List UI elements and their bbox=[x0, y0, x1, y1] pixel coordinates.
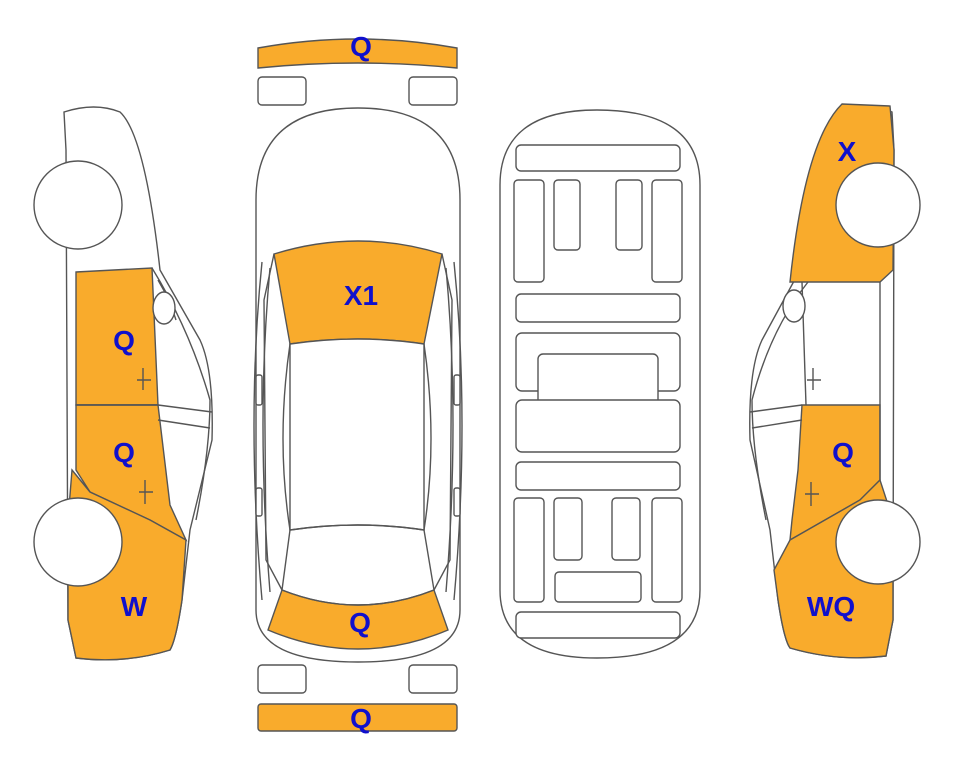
damage-labels: Q X1 Q Q Q Q W X Q WQ bbox=[113, 31, 857, 734]
left-rear-wheel bbox=[33, 497, 123, 587]
front-left-lamp bbox=[257, 76, 307, 106]
right-mirror bbox=[453, 374, 461, 406]
right-front-wheel bbox=[835, 162, 921, 248]
rear-left-lamp bbox=[257, 664, 307, 694]
front-bumper-panel[interactable] bbox=[257, 38, 458, 69]
left-front-wheel bbox=[33, 160, 123, 250]
rear-bumper-panel[interactable] bbox=[257, 703, 458, 732]
label-right-rear-quarter: WQ bbox=[807, 591, 855, 622]
front-right-lamp bbox=[408, 76, 458, 106]
label-front-bumper: Q bbox=[350, 31, 372, 62]
car-left-side-view bbox=[33, 106, 213, 661]
label-left-rear-quarter: W bbox=[121, 591, 148, 622]
label-right-front-fender: X bbox=[838, 136, 857, 167]
label-left-front-door: Q bbox=[113, 325, 135, 356]
label-windshield: X1 bbox=[344, 280, 378, 311]
car-right-side-view bbox=[749, 103, 921, 659]
label-left-rear-door: Q bbox=[113, 437, 135, 468]
label-rear-window: Q bbox=[349, 607, 371, 638]
label-rear-bumper: Q bbox=[350, 703, 372, 734]
right-rear-wheel bbox=[835, 499, 921, 585]
car-top-view bbox=[253, 38, 463, 732]
car-underbody-view bbox=[499, 109, 701, 659]
roof-panel[interactable] bbox=[289, 338, 425, 531]
left-mirror bbox=[255, 374, 263, 406]
rear-right-lamp bbox=[408, 664, 458, 694]
label-right-rear-door: Q bbox=[832, 437, 854, 468]
